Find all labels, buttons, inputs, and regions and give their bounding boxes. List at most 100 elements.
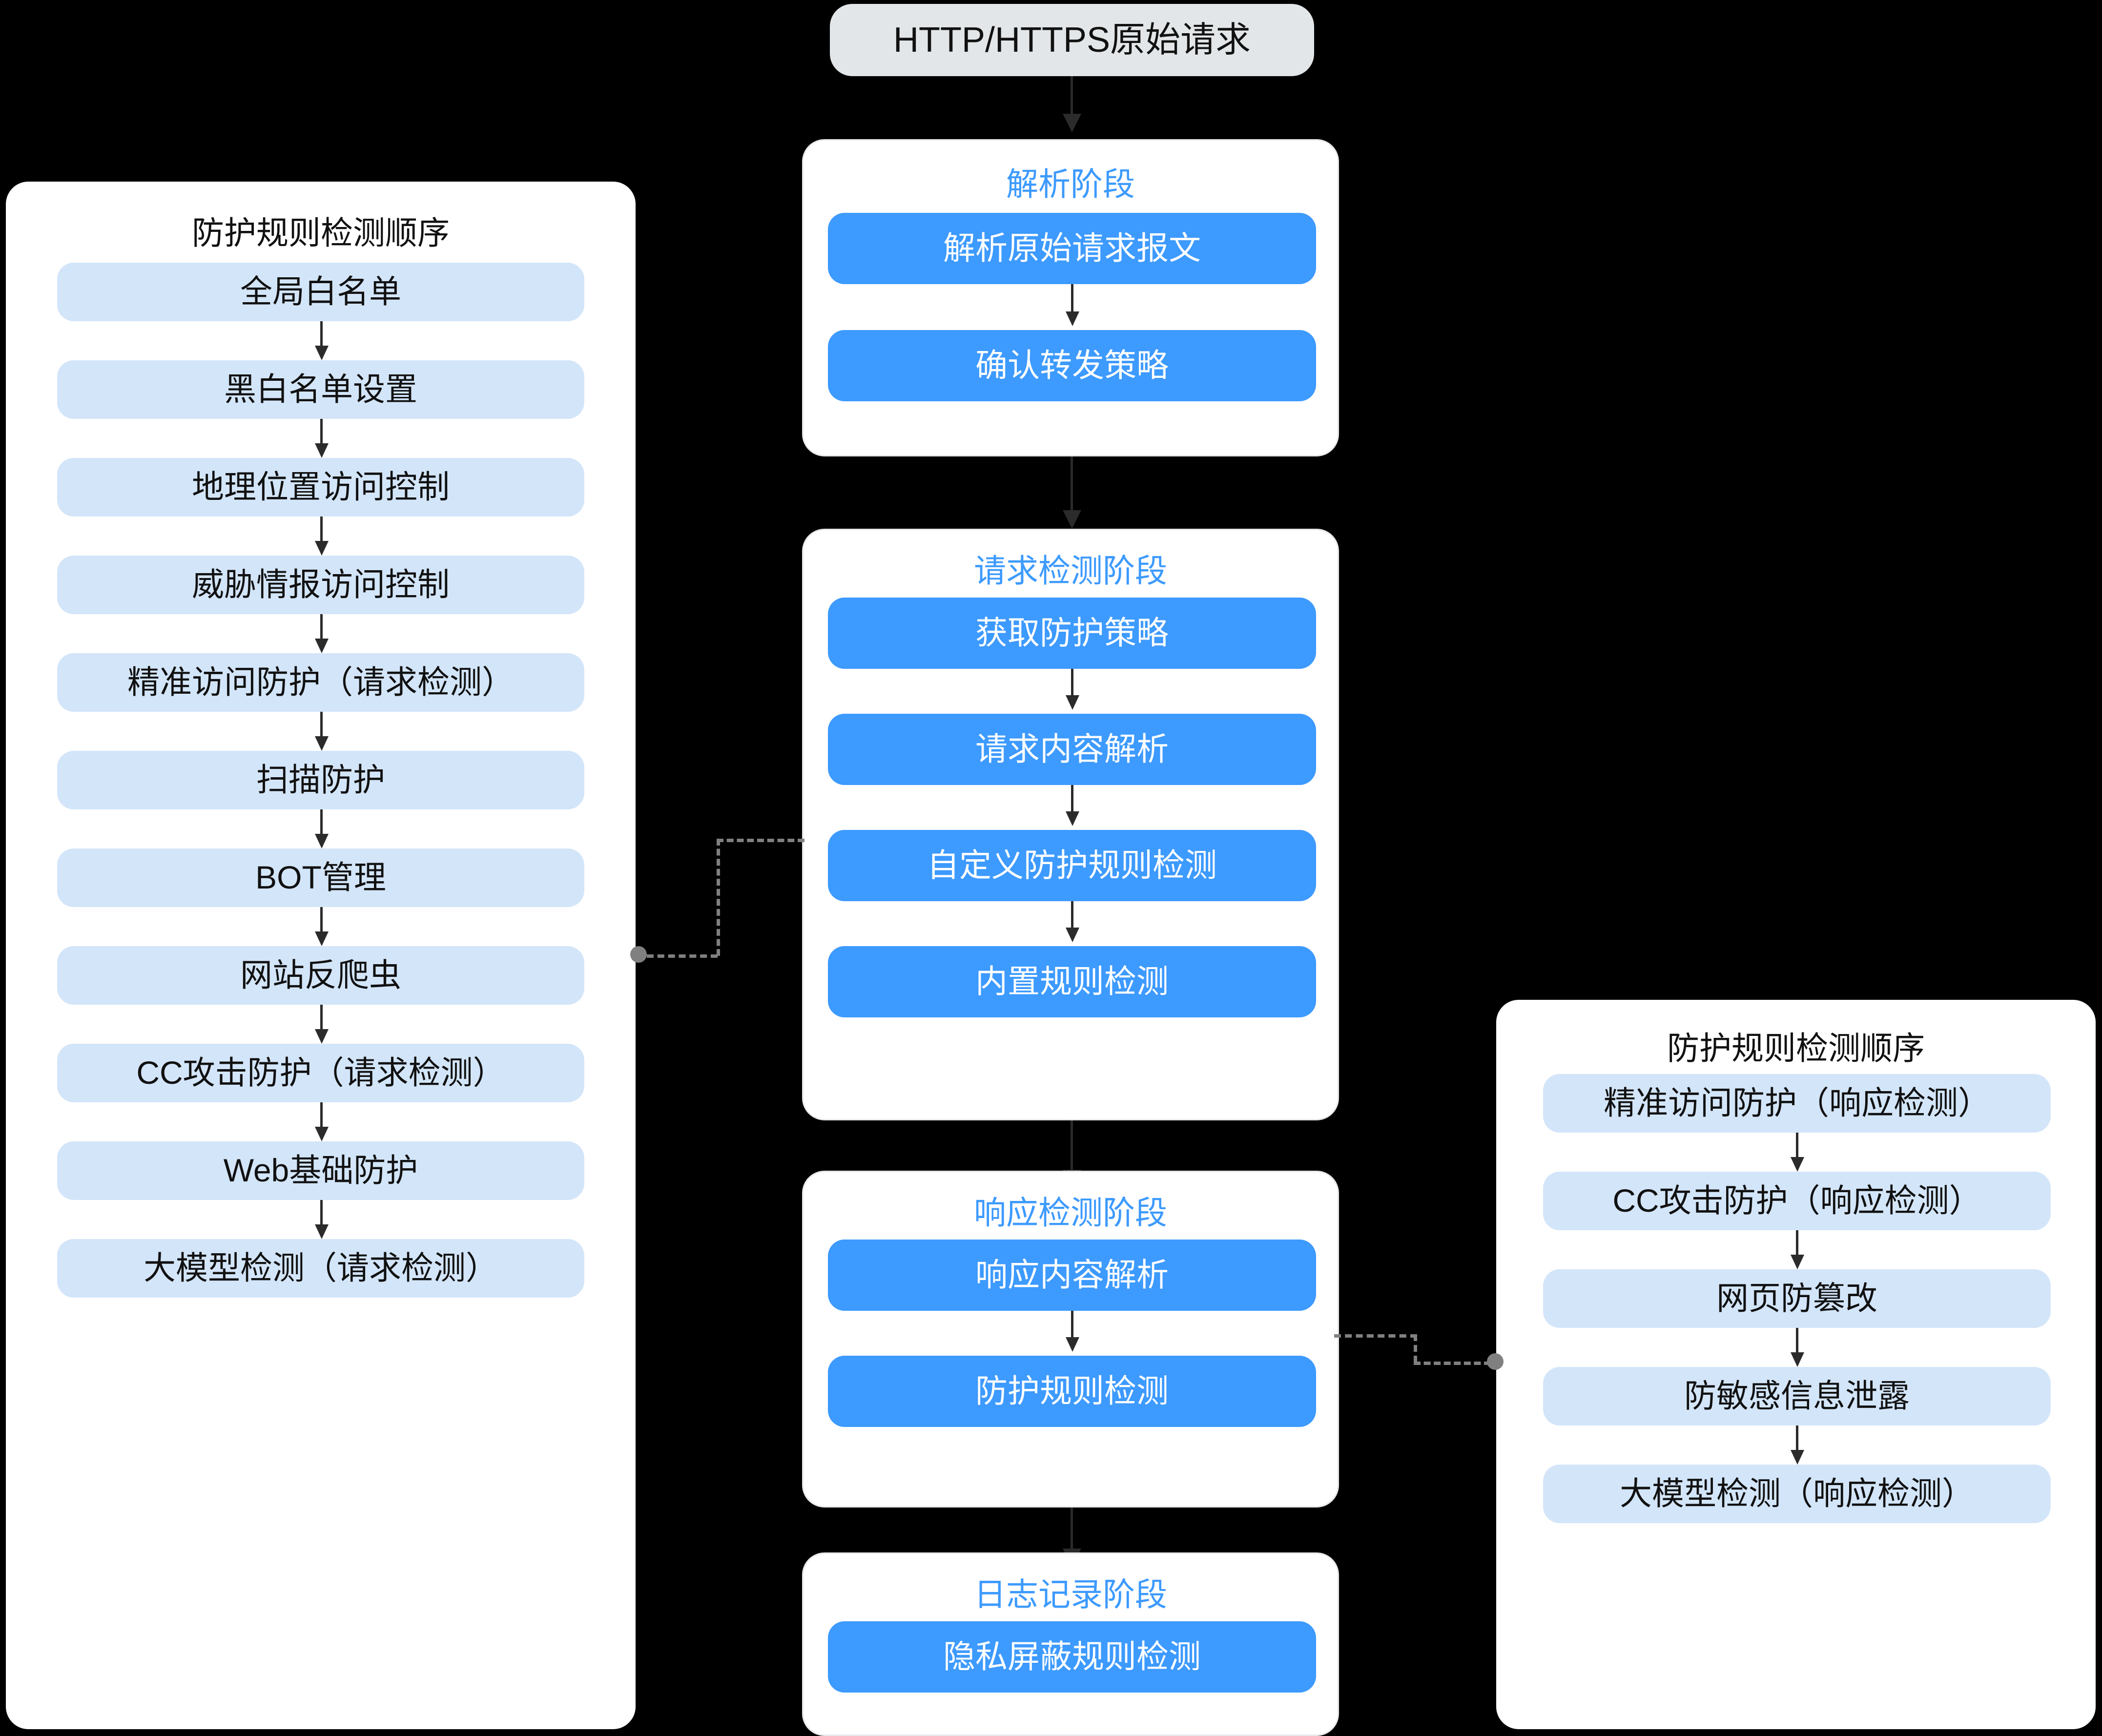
- stage-parse-step-1: 确认转发策略: [828, 330, 1316, 401]
- right-arrow-2-head: [1791, 1352, 1804, 1367]
- left-rule-item-label: 全局白名单: [240, 273, 401, 310]
- stage-parse-title: 解析阶段: [1006, 166, 1135, 202]
- left-arrow-5-head: [315, 834, 329, 848]
- stage-step-label: 获取防护策略: [975, 615, 1169, 651]
- left-arrow-9-shaft: [320, 1200, 323, 1227]
- right-rule-item-label: 网页防篡改: [1716, 1280, 1877, 1317]
- left-rule-item-9: Web基础防护: [57, 1141, 584, 1200]
- left-arrow-7-shaft: [320, 1005, 323, 1032]
- left-panel-title: 防护规则检测顺序: [192, 215, 450, 251]
- left-link-segment-horizontal-lower: [647, 954, 718, 958]
- right-panel-title: 防护规则检测顺序: [1667, 1030, 1925, 1066]
- left-rule-order-panel: 防护规则检测顺序 全局白名单 黑白名单设置 地理位置访问控制 威胁情报访问控制 …: [6, 182, 636, 1729]
- left-rule-item-8: CC攻击防护（请求检测）: [57, 1044, 584, 1102]
- left-rule-item-3: 威胁情报访问控制: [57, 556, 584, 614]
- left-arrow-8-head: [315, 1127, 329, 1141]
- left-rule-item-label: 大模型检测（请求检测）: [144, 1250, 498, 1286]
- left-rule-item-label: 精准访问防护（请求检测）: [127, 664, 514, 701]
- right-arrow-0-shaft: [1796, 1133, 1798, 1160]
- arrow-start-to-parse-shaft: [1071, 76, 1073, 118]
- left-arrow-3-shaft: [320, 614, 323, 641]
- stage-response-title: 响应检测阶段: [974, 1195, 1167, 1231]
- right-arrow-1-head: [1791, 1255, 1804, 1269]
- stage-response-step-1: 防护规则检测: [828, 1356, 1316, 1427]
- right-rule-item-label: CC攻击防护（响应检测）: [1612, 1182, 1981, 1219]
- right-link-dot: [1487, 1353, 1504, 1370]
- right-rule-order-panel: 防护规则检测顺序 精准访问防护（响应检测） CC攻击防护（响应检测） 网页防篡改…: [1496, 1000, 2096, 1729]
- stage-request-step-2: 自定义防护规则检测: [828, 830, 1316, 901]
- stage-request-arrow-0-head: [1066, 695, 1079, 710]
- stage-step-label: 确认转发策略: [975, 347, 1169, 384]
- left-arrow-2-shaft: [320, 517, 323, 544]
- stage-step-label: 解析原始请求报文: [943, 230, 1201, 267]
- left-arrow-7-head: [315, 1029, 329, 1044]
- stage-step-label: 请求内容解析: [975, 731, 1169, 767]
- left-arrow-6-head: [315, 931, 329, 946]
- left-arrow-1-shaft: [320, 419, 323, 446]
- left-link-segment-horizontal-upper: [717, 839, 804, 842]
- stage-step-label: 内置规则检测: [975, 963, 1169, 1000]
- left-arrow-6-shaft: [320, 907, 323, 934]
- left-rule-item-label: BOT管理: [255, 859, 386, 896]
- right-rule-item-1: CC攻击防护（响应检测）: [1543, 1172, 2051, 1230]
- right-arrow-0-head: [1791, 1157, 1804, 1172]
- stage-log-step-0: 隐私屏蔽规则检测: [828, 1621, 1316, 1693]
- arrow-request-to-response-shaft: [1071, 1120, 1073, 1172]
- right-rule-item-label: 防敏感信息泄露: [1684, 1378, 1910, 1414]
- right-arrow-3-head: [1791, 1450, 1804, 1465]
- arrow-start-to-parse-head: [1063, 114, 1081, 132]
- left-rule-item-4: 精准访问防护（请求检测）: [57, 653, 584, 712]
- stage-request-title: 请求检测阶段: [974, 553, 1167, 589]
- stage-parse-step-0: 解析原始请求报文: [828, 213, 1316, 284]
- left-rule-item-5: 扫描防护: [57, 751, 584, 809]
- stage-step-label: 隐私屏蔽规则检测: [943, 1638, 1201, 1675]
- right-rule-item-label: 大模型检测（响应检测）: [1620, 1475, 1974, 1512]
- left-rule-item-label: 黑白名单设置: [224, 371, 417, 408]
- left-rule-item-label: 威胁情报访问控制: [192, 566, 450, 603]
- left-rule-item-10: 大模型检测（请求检测）: [57, 1239, 584, 1298]
- stage-request-arrow-2-head: [1066, 928, 1079, 942]
- left-arrow-4-shaft: [320, 712, 323, 739]
- right-rule-item-4: 大模型检测（响应检测）: [1543, 1465, 2051, 1523]
- stage-request-arrow-1-shaft: [1071, 785, 1073, 814]
- start-node-label: HTTP/HTTPS原始请求: [893, 20, 1251, 60]
- left-rule-item-0: 全局白名单: [57, 263, 584, 321]
- right-rule-item-2: 网页防篡改: [1543, 1269, 2051, 1328]
- left-arrow-9-head: [315, 1224, 329, 1239]
- left-rule-item-1: 黑白名单设置: [57, 360, 584, 419]
- left-rule-item-7: 网站反爬虫: [57, 946, 584, 1005]
- right-rule-item-label: 精准访问防护（响应检测）: [1604, 1085, 1990, 1121]
- stage-parse-arrow-0-head: [1066, 311, 1079, 326]
- stage-request-step-1: 请求内容解析: [828, 714, 1316, 785]
- stage-panel-request: 请求检测阶段 获取防护策略 请求内容解析 自定义防护规则检测 内置规则检测: [802, 529, 1339, 1120]
- left-link-dot: [630, 946, 647, 963]
- stage-panel-parse: 解析阶段 解析原始请求报文 确认转发策略: [802, 139, 1339, 456]
- left-rule-item-label: CC攻击防护（请求检测）: [136, 1054, 505, 1091]
- left-rule-item-2: 地理位置访问控制: [57, 458, 584, 517]
- stage-request-step-3: 内置规则检测: [828, 946, 1316, 1017]
- left-link-segment-vertical: [717, 839, 720, 956]
- stage-panel-response: 响应检测阶段 响应内容解析 防护规则检测: [802, 1171, 1339, 1508]
- left-rule-item-label: Web基础防护: [223, 1152, 418, 1189]
- stage-request-arrow-0-shaft: [1071, 669, 1073, 698]
- right-arrow-1-shaft: [1796, 1230, 1798, 1258]
- stage-log-title: 日志记录阶段: [974, 1576, 1167, 1612]
- stage-step-label: 防护规则检测: [975, 1373, 1169, 1409]
- arrow-parse-to-request-shaft: [1071, 456, 1073, 510]
- left-arrow-1-head: [315, 443, 329, 458]
- left-rule-item-6: BOT管理: [57, 848, 584, 907]
- right-arrow-3-shaft: [1796, 1426, 1798, 1453]
- right-rule-item-0: 精准访问防护（响应检测）: [1543, 1074, 2051, 1133]
- stage-response-arrow-0-shaft: [1071, 1311, 1073, 1340]
- left-arrow-2-head: [315, 541, 329, 556]
- left-rule-item-label: 扫描防护: [256, 762, 385, 798]
- stage-request-arrow-1-head: [1066, 811, 1079, 826]
- left-arrow-5-shaft: [320, 809, 323, 837]
- left-arrow-0-head: [315, 346, 329, 360]
- arrow-response-to-log-shaft: [1071, 1508, 1073, 1551]
- stage-parse-arrow-0-shaft: [1071, 284, 1073, 314]
- right-link-segment-vertical: [1414, 1334, 1417, 1363]
- stage-response-arrow-0-head: [1066, 1337, 1079, 1352]
- arrow-parse-to-request-head: [1063, 510, 1081, 529]
